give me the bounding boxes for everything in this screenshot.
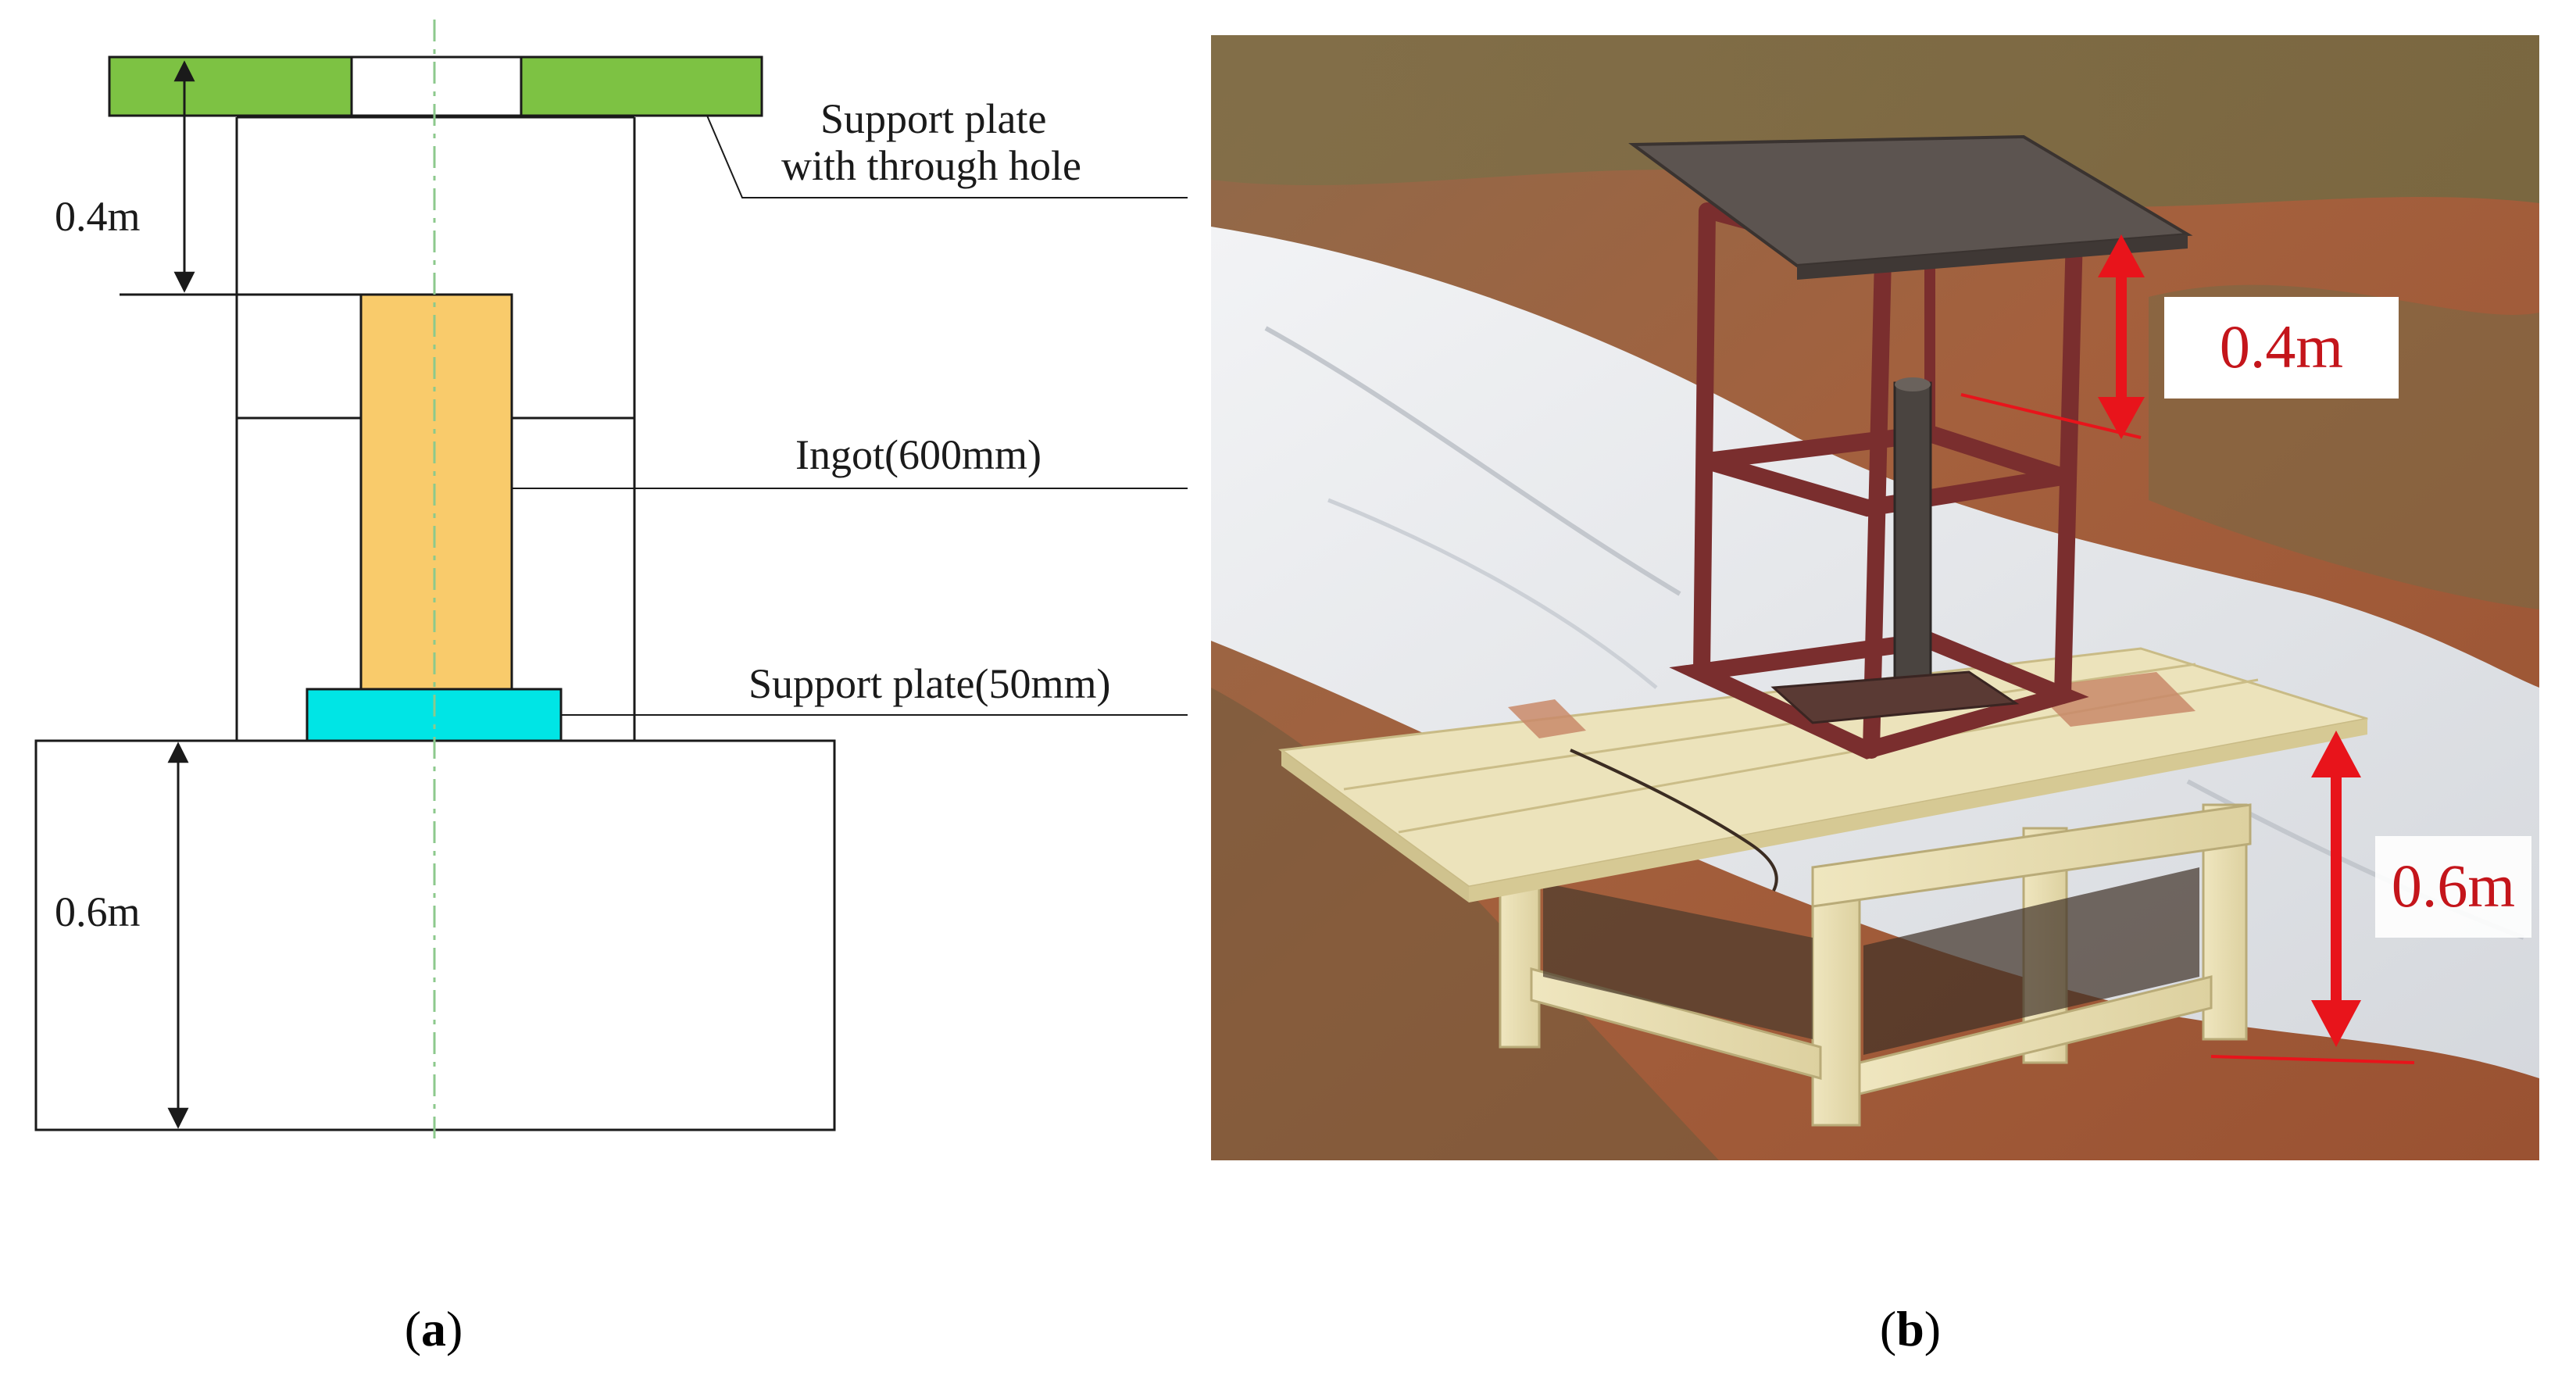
photo-dim-ref-line-bottom <box>2210 1055 2415 1064</box>
panel-a-schematic: 0.4m 0.6m Support plate with through hol… <box>34 20 1188 1145</box>
callout-top-line1: Support plate <box>820 95 1046 142</box>
panel-b-label: (b) <box>1880 1301 1941 1356</box>
callout-ingot: Ingot(600mm) <box>795 431 1041 478</box>
callout-top-line2: with through hole <box>781 142 1081 189</box>
photo-dim-label-bottom-box <box>2375 836 2531 938</box>
stand-interior-shadow <box>1543 883 1813 1039</box>
photo-dim-label-top-box <box>2164 297 2399 399</box>
callout-base-plate: Support plate(50mm) <box>749 660 1110 707</box>
photo-dim-label-top: 0.4m <box>2220 313 2343 381</box>
callout-leader-top <box>706 115 1188 198</box>
stand-lower-rail-left <box>1530 967 1822 1080</box>
panel-b-photo: 0.4m 0.6m <box>1211 35 2539 1160</box>
plank-deck-side-edge <box>1469 719 2367 902</box>
top-support-plate-left <box>108 55 353 117</box>
photo-dim-arrow-bottom-head-down <box>2311 1000 2361 1047</box>
stand-cross-beam <box>1811 803 2252 908</box>
dim-label-top: 0.4m <box>55 193 141 240</box>
top-plate-through-hole <box>350 55 523 117</box>
photo-base-plate <box>1770 670 2020 724</box>
photo-dim-ref-line-top <box>1960 393 2142 439</box>
dim-label-bottom: 0.6m <box>55 888 141 935</box>
photo-ingot <box>1893 381 1932 713</box>
photo-dim-label-bottom: 0.6m <box>2392 852 2515 920</box>
photo-dim-arrow-top-head-up <box>2098 234 2145 277</box>
tarp-wrinkle-1 <box>1264 326 1681 596</box>
photo-ingot-top <box>1895 377 1931 391</box>
photo-dim-arrow-top-head-down <box>2098 397 2145 439</box>
cable <box>1570 749 1778 892</box>
tarp-wrinkle-3 <box>1327 498 1658 689</box>
photo-top-plate-edge <box>1797 234 2188 280</box>
top-support-plate-right <box>520 55 763 117</box>
plank-deck-front-edge <box>1281 750 1469 902</box>
ingot <box>359 293 513 691</box>
frame-post-front-right <box>1863 249 1892 759</box>
frame-post-front-left <box>1693 202 1716 681</box>
panel-a-label: (a) <box>405 1301 463 1356</box>
photo-dim-arrow-bottom-head-up <box>2311 731 2361 777</box>
stand-lower-rail-right <box>1858 975 2213 1095</box>
red-board-piece <box>2031 672 2195 727</box>
grass-patch-top <box>1211 35 2539 208</box>
stand-interior-shadow-2 <box>1863 867 2199 1055</box>
frame-post-back-right <box>2054 226 2083 704</box>
red-board-piece-2 <box>1508 699 1586 738</box>
